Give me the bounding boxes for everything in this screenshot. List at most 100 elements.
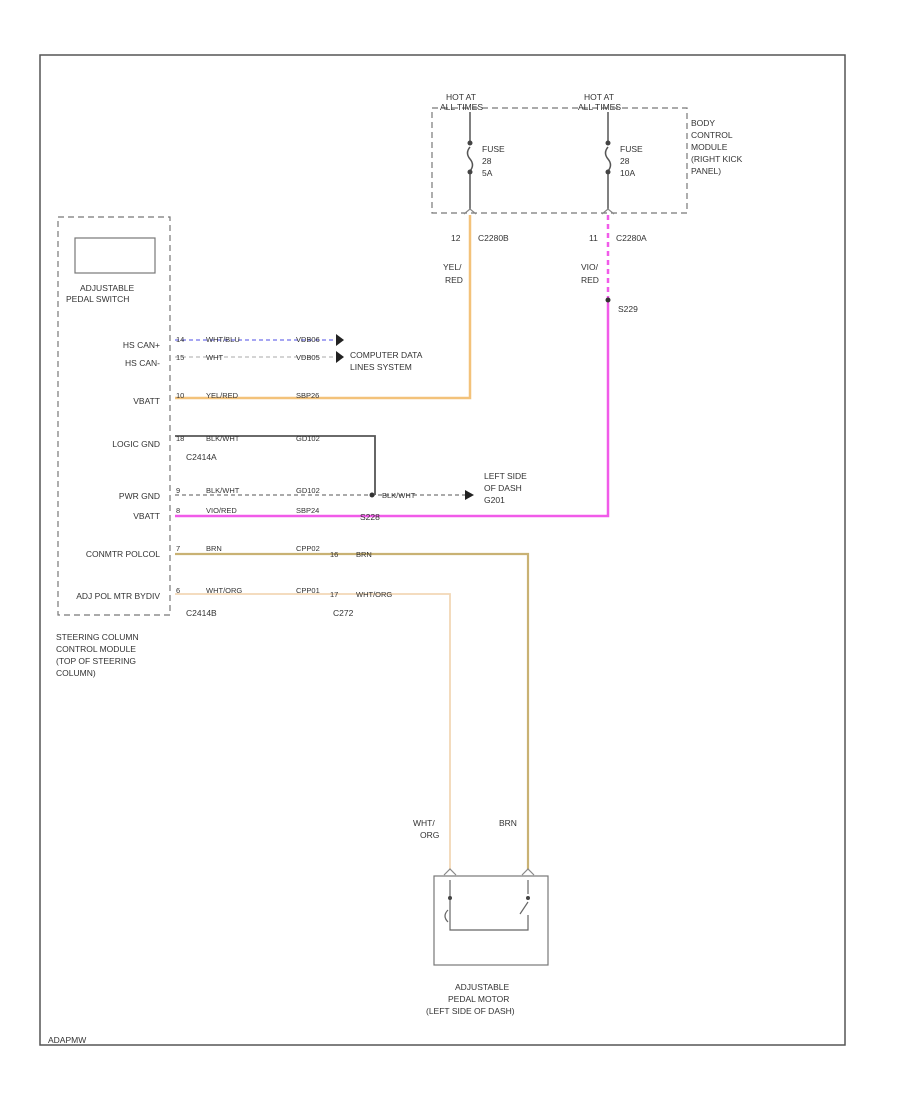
connector-pin-left-icon xyxy=(463,208,477,215)
svg-text:PANEL): PANEL) xyxy=(691,166,721,176)
svg-text:OF DASH: OF DASH xyxy=(484,483,522,493)
svg-text:ALL TIMES: ALL TIMES xyxy=(440,102,483,112)
wire-color-label: WHT/BLU xyxy=(206,335,240,344)
motor-winding-icon xyxy=(444,909,449,923)
svg-text:28: 28 xyxy=(620,156,630,166)
fuse-left-label: FUSE 28 5A xyxy=(482,144,505,178)
arrow-right-icon xyxy=(336,334,344,346)
pin-number: 15 xyxy=(176,353,184,362)
svg-text:(TOP OF STEERING: (TOP OF STEERING xyxy=(56,656,136,666)
diagram-id: ADAPMW xyxy=(48,1035,86,1045)
svg-text:ADJUSTABLE: ADJUSTABLE xyxy=(455,982,509,992)
steering-column-module-label: STEERING COLUMN CONTROL MODULE (TOP OF S… xyxy=(56,632,139,678)
pin-number: 6 xyxy=(176,586,180,595)
pin-number: 7 xyxy=(176,544,180,553)
fuse-right-terminal-icon xyxy=(605,169,611,175)
pin-name-label: VBATT xyxy=(133,511,160,521)
ground-icon xyxy=(465,490,474,500)
brn-after-c272: BRN xyxy=(356,550,372,559)
svg-text:COMPUTER DATA: COMPUTER DATA xyxy=(350,350,423,360)
svg-text:HOT AT: HOT AT xyxy=(584,92,614,102)
wire-color-label: BLK/WHT xyxy=(206,434,240,443)
pin-name-label: CONMTR POLCOL xyxy=(86,549,160,559)
splice-s229-dot xyxy=(605,297,611,303)
connector-c2414b-label: C2414B xyxy=(186,608,217,618)
wire-color-label: YEL/RED xyxy=(206,391,239,400)
pin-name-label: LOGIC GND xyxy=(112,439,160,449)
connector-c2414a-label: C2414A xyxy=(186,452,217,462)
pin-name-label: PWR GND xyxy=(119,491,160,501)
svg-text:ALL TIMES: ALL TIMES xyxy=(578,102,621,112)
svg-text:10A: 10A xyxy=(620,168,635,178)
svg-text:VIO/: VIO/ xyxy=(581,262,599,272)
motor-contact-icon xyxy=(526,896,530,900)
circuit-number: SBP26 xyxy=(296,391,319,400)
steering-column-module-box xyxy=(57,216,171,616)
splice-s228-label: S228 xyxy=(360,512,380,522)
wire-yel-red xyxy=(175,215,472,400)
svg-text:WHT/: WHT/ xyxy=(413,818,435,828)
svg-text:PEDAL MOTOR: PEDAL MOTOR xyxy=(448,994,509,1004)
svg-text:HOT AT: HOT AT xyxy=(446,92,476,102)
svg-text:BODY: BODY xyxy=(691,118,715,128)
fuse-left-terminal-icon xyxy=(467,140,473,146)
svg-text:FUSE: FUSE xyxy=(620,144,643,154)
connector-pin-right-icon xyxy=(601,208,615,215)
wire-color-label: BLK/WHT xyxy=(206,486,240,495)
fuse-right-icon xyxy=(604,146,612,172)
wire-color-label: WHT xyxy=(206,353,223,362)
adjustable-pedal-motor-box xyxy=(433,875,549,966)
ground-location-label: LEFT SIDE OF DASH G201 xyxy=(484,471,527,505)
motor-switch-icon xyxy=(519,901,529,915)
adjustable-pedal-motor-label: ADJUSTABLE PEDAL MOTOR (LEFT SIDE OF DAS… xyxy=(426,982,515,1016)
fuse-left-terminal-icon xyxy=(467,169,473,175)
pin-name-label: ADJ POL MTR BYDIV xyxy=(76,591,160,601)
connector-left-label: C2280B xyxy=(478,233,509,243)
pin-name-label: VBATT xyxy=(133,396,160,406)
hot-label-right: HOT AT ALL TIMES xyxy=(578,92,621,112)
svg-text:RED: RED xyxy=(581,275,599,285)
svg-text:(RIGHT KICK: (RIGHT KICK xyxy=(691,154,743,164)
motor-pin-left-icon xyxy=(443,868,457,876)
svg-text:CONTROL MODULE: CONTROL MODULE xyxy=(56,644,136,654)
svg-text:G201: G201 xyxy=(484,495,505,505)
svg-text:(LEFT SIDE OF DASH): (LEFT SIDE OF DASH) xyxy=(426,1006,515,1016)
fuse-right-terminal-icon xyxy=(605,140,611,146)
wire-blk-wht-logic xyxy=(175,435,376,495)
pin-left-number: 12 xyxy=(451,233,461,243)
adjustable-pedal-switch-icon xyxy=(74,237,156,274)
pin-number: 10 xyxy=(176,391,184,400)
wire-color-label: VIO/RED xyxy=(206,506,237,515)
svg-text:MODULE: MODULE xyxy=(691,142,728,152)
pin-name-label: HS CAN- xyxy=(125,358,160,368)
org-after-c272: WHT/ORG xyxy=(356,590,392,599)
svg-text:ADJUSTABLE: ADJUSTABLE xyxy=(80,283,134,293)
svg-text:RED: RED xyxy=(445,275,463,285)
circuit-number: CPP02 xyxy=(296,544,320,553)
fuse-right-label: FUSE 28 10A xyxy=(620,144,643,178)
motor-right-wire-color: BRN xyxy=(499,818,517,828)
pin-number: 14 xyxy=(176,335,184,344)
wire-color-label: WHT/ORG xyxy=(206,586,242,595)
svg-text:LINES SYSTEM: LINES SYSTEM xyxy=(350,362,412,372)
motor-internal-circuit xyxy=(449,880,529,931)
hot-label-left: HOT AT ALL TIMES xyxy=(440,92,483,112)
pin-number: 9 xyxy=(176,486,180,495)
svg-text:LEFT SIDE: LEFT SIDE xyxy=(484,471,527,481)
pin-name-label: HS CAN+ xyxy=(123,340,160,350)
circuit-number: VDB05 xyxy=(296,353,320,362)
circuit-number: GD102 xyxy=(296,486,320,495)
svg-text:FUSE: FUSE xyxy=(482,144,505,154)
adjustable-pedal-switch-label: ADJUSTABLE PEDAL SWITCH xyxy=(66,283,134,304)
svg-text:STEERING COLUMN: STEERING COLUMN xyxy=(56,632,139,642)
connector-right-label: C2280A xyxy=(616,233,647,243)
pin-right-number: 11 xyxy=(589,233,598,243)
fuse-left-icon xyxy=(466,146,474,172)
svg-text:5A: 5A xyxy=(482,168,493,178)
svg-text:ORG: ORG xyxy=(420,830,439,840)
svg-text:CONTROL: CONTROL xyxy=(691,130,733,140)
svg-text:COLUMN): COLUMN) xyxy=(56,668,96,678)
circuit-number: CPP01 xyxy=(296,586,320,595)
arrow-right-icon xyxy=(336,351,344,363)
c272-pin-org: 17 xyxy=(330,590,338,599)
